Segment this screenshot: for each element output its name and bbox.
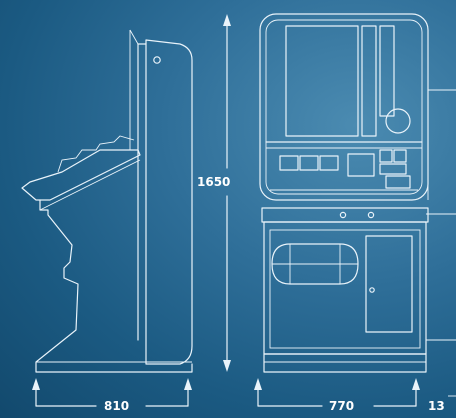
front-screen xyxy=(285,25,359,137)
side-button-steps xyxy=(57,135,135,173)
side-top-bracket xyxy=(129,29,139,45)
width-arrow-right xyxy=(412,378,420,390)
offset-label: 13 xyxy=(428,399,445,413)
front-side-panel-left xyxy=(361,25,377,137)
front-card-reader xyxy=(347,153,375,177)
side-deck-underside xyxy=(39,159,141,211)
front-cap-hole-1 xyxy=(339,211,347,219)
front-button-1 xyxy=(279,155,299,171)
front-view xyxy=(259,13,456,373)
front-side-panel-right xyxy=(379,25,395,117)
front-lower-frame xyxy=(269,229,421,349)
side-control-deck xyxy=(21,149,141,201)
front-key-2 xyxy=(393,149,407,163)
side-lower-body xyxy=(35,199,193,373)
front-door-lock xyxy=(369,287,375,293)
front-lower-cabinet xyxy=(263,221,427,355)
depth-label: 810 xyxy=(104,399,130,413)
height-label: 1650 xyxy=(197,175,231,189)
depth-arrow-left xyxy=(32,378,40,390)
width-arrow-left xyxy=(254,378,262,390)
front-cap-hole-2 xyxy=(367,211,375,219)
depth-arrow-right xyxy=(184,378,192,390)
front-top-bezel xyxy=(265,19,423,195)
width-label: 770 xyxy=(329,399,355,413)
bottom-dimensions xyxy=(32,378,456,407)
height-arrow-top xyxy=(223,14,231,26)
front-top-housing xyxy=(259,13,429,201)
front-button-3 xyxy=(319,155,339,171)
front-speaker xyxy=(385,108,411,134)
front-slot xyxy=(379,163,407,175)
side-view xyxy=(21,29,193,373)
front-button-2 xyxy=(299,155,319,171)
front-key-1 xyxy=(379,149,393,163)
front-bill-acceptor xyxy=(385,175,411,189)
front-base xyxy=(263,353,427,373)
front-service-door xyxy=(365,235,413,333)
side-mount-hole xyxy=(153,56,161,64)
height-arrow-bottom xyxy=(223,360,231,372)
height-dimension xyxy=(223,14,231,372)
side-back-panel xyxy=(145,39,193,365)
